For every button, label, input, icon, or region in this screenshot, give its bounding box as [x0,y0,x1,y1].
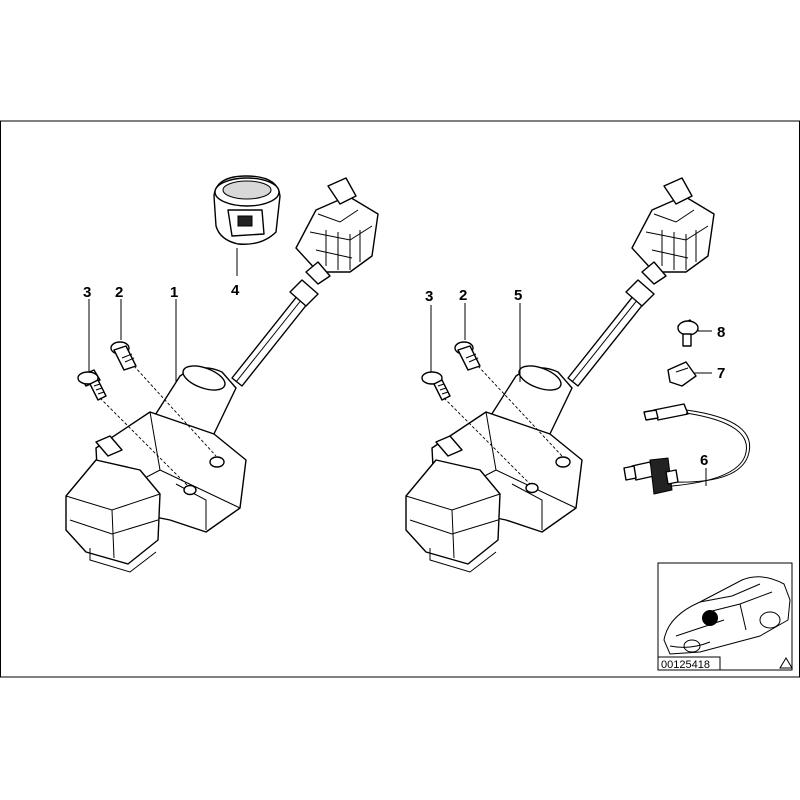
callout-left-2: 2 [115,284,123,301]
callout-right-6: 6 [700,452,708,469]
vehicle-location-inset: 00125418 [657,562,793,671]
callout-left-4: 4 [231,282,240,299]
diagram-reference-number: 00125418 [661,659,710,671]
left-steering-lock-assembly [65,175,379,573]
callout-left-3: 3 [83,284,91,301]
location-marker [702,610,718,626]
callout-right-3: 3 [425,288,433,305]
callout-right-5: 5 [514,287,522,304]
callout-right-2: 2 [459,287,467,304]
right-steering-lock-assembly [405,177,751,573]
triangle-icon [779,657,793,669]
callout-right-8: 8 [717,324,725,341]
callout-left-1: 1 [170,284,178,301]
callout-right-7: 7 [717,365,725,382]
